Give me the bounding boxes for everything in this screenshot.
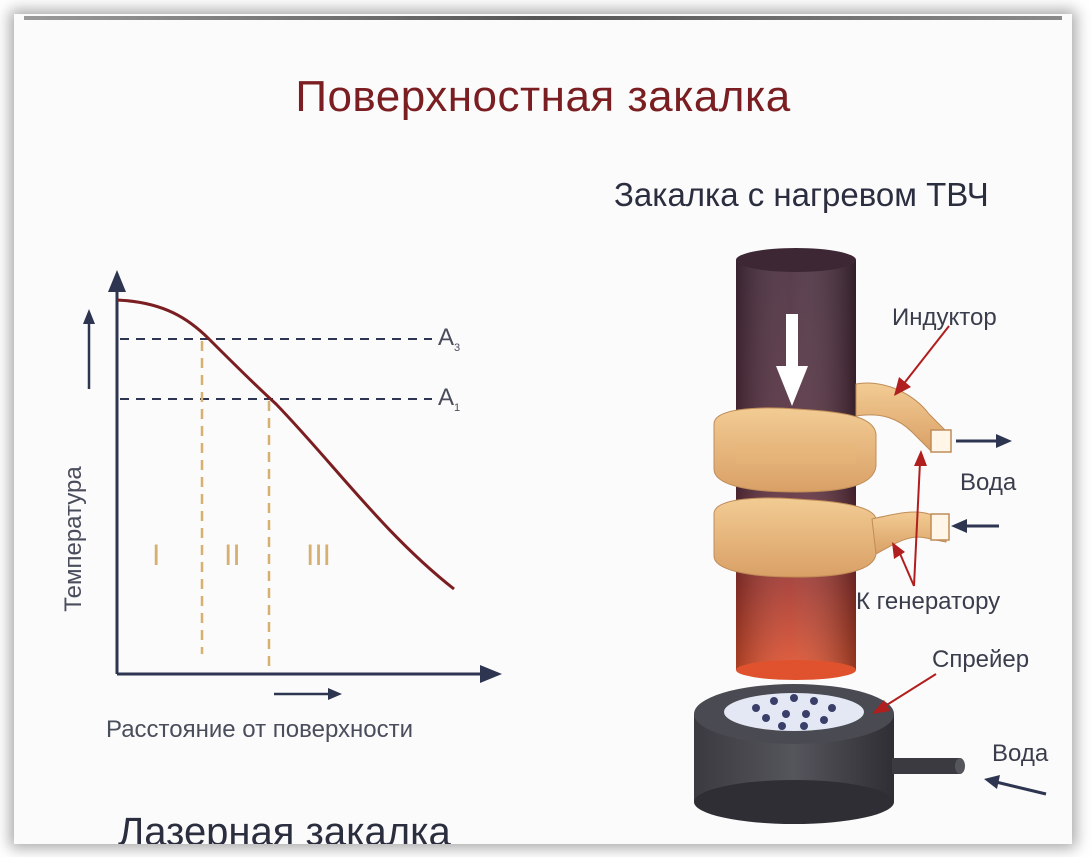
slide: Поверхностная закалка Закалка с нагревом… (14, 14, 1072, 844)
water-out-arrow (956, 434, 1012, 448)
water-out-label: Вода (960, 469, 1017, 496)
inductor-pointer (894, 325, 950, 396)
diagram-canvas (83, 248, 1047, 824)
sprayer (694, 684, 965, 824)
a1-label: A1 (438, 384, 461, 414)
water-in-arrow (951, 519, 999, 533)
sprayer-water-arrow (984, 775, 1047, 796)
generator-label: К генератору (856, 588, 1001, 615)
x-axis-label: Расстояние от поверхности (106, 716, 414, 743)
laser-hardening-heading: Лазерная закалка (118, 810, 451, 844)
rod-movement-arrow (776, 314, 808, 406)
sprayer-pointer (872, 673, 937, 714)
x-direction-arrow (274, 688, 342, 700)
y-axis-label: Температура (60, 466, 87, 612)
sprayer-water-label: Вода (992, 740, 1049, 767)
temperature-curve (116, 298, 455, 591)
inductor-label: Индуктор (892, 304, 997, 331)
zone-label-1: I (152, 539, 161, 572)
top-border-line (24, 16, 1062, 20)
zone-label-3: III (306, 539, 332, 572)
inductor-coil (713, 382, 952, 578)
y-direction-arrow (83, 309, 95, 389)
zone-label-2: II (224, 539, 241, 572)
sprayer-label: Спрейер (932, 646, 1030, 673)
page-title: Поверхностная закалка (295, 72, 791, 121)
graph-axes (108, 270, 502, 683)
generator-pointers (892, 450, 927, 587)
hf-hardening-subtitle: Закалка с нагревом ТВЧ (614, 176, 989, 213)
a3-label: A3 (438, 324, 461, 354)
